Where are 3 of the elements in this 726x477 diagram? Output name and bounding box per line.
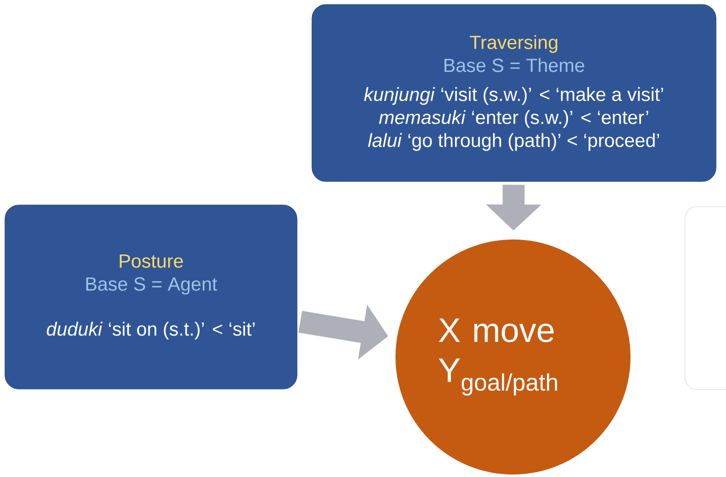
category-box: Traversing Base S = Theme kunjungi ‘visit (s.w.)’ < ‘make a visit’ memasuki ‘enter (s.w.)’ < ‘enter’ lalui ‘go through (path)’ < ‘proceed’ (312, 4, 716, 182)
category-box: Posture Base S = Agent duduki ‘sit on (s.t.)’ < ‘sit’ (4, 204, 298, 390)
empty-box (684, 206, 726, 390)
